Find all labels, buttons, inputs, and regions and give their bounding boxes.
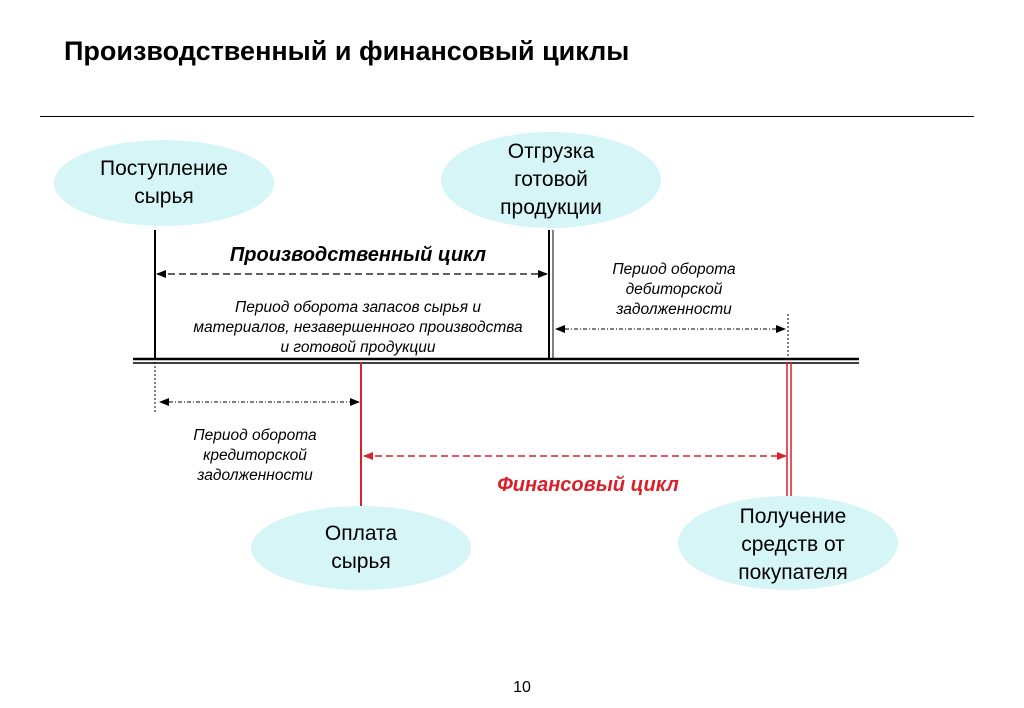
ellipse-shipment xyxy=(441,132,661,228)
page-number: 10 xyxy=(513,679,531,696)
receivables-turnover-label: Период оборота дебиторской задолженности xyxy=(612,261,736,318)
event-customer-payment: Получение средств от покупателя xyxy=(738,505,848,584)
production-cycle-label: Производственный цикл xyxy=(229,244,487,266)
financial-cycle-label: Финансовый цикл xyxy=(497,474,679,496)
event-raw-receipt: Поступление сырья xyxy=(100,157,228,208)
ellipse-raw-payment xyxy=(251,506,471,590)
event-shipment: Отгрузка готовой продукции xyxy=(500,140,602,219)
page-title: Производственный и финансовый циклы xyxy=(64,36,630,66)
ellipse-customer-payment xyxy=(678,496,898,590)
inventory-turnover-label: Период оборота запасов сырья и материало… xyxy=(193,299,523,356)
title-divider xyxy=(40,116,974,117)
payables-turnover-label: Период оборота кредиторской задолженност… xyxy=(193,427,317,484)
ellipse-raw-receipt xyxy=(54,140,274,226)
event-raw-payment: Оплата сырья xyxy=(324,522,398,573)
